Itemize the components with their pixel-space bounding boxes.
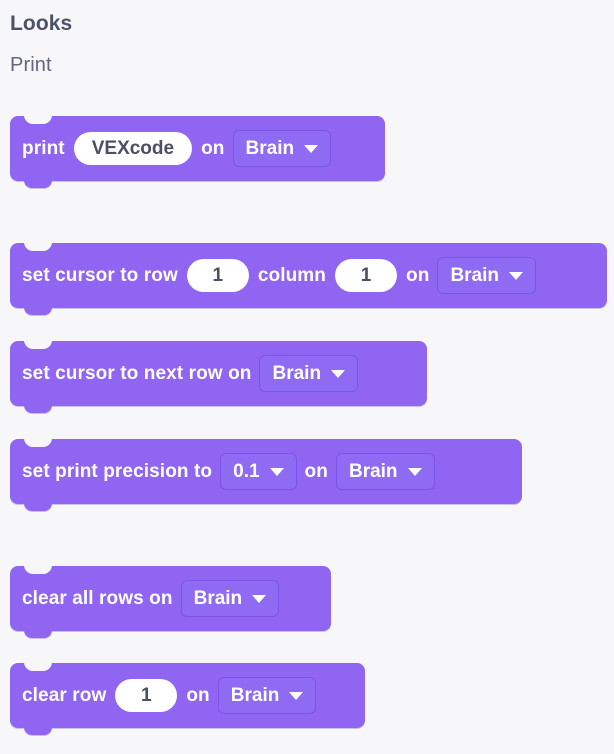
block-label: clear all rows on <box>22 588 173 609</box>
block-label: set cursor to row <box>22 265 178 286</box>
chevron-down-icon <box>509 271 524 280</box>
dropdown-0-1[interactable]: 0.1 <box>220 453 297 490</box>
block-print[interactable]: print VEXcode on Brain <box>10 115 385 188</box>
dropdown-value: Brain <box>348 461 398 482</box>
number-input-field[interactable]: 1 <box>335 259 398 292</box>
block-clear-all-rows[interactable]: clear all rows on Brain <box>10 565 331 638</box>
block-label: column <box>257 265 327 286</box>
dropdown-value: Brain <box>272 363 322 384</box>
block-label: clear row <box>22 685 107 706</box>
text-input-field[interactable]: VEXcode <box>73 132 193 165</box>
dropdown-brain[interactable]: Brain <box>232 130 332 167</box>
block-set-print-precision[interactable]: set print precision to 0.1 on Brain <box>10 438 522 511</box>
dropdown-brain[interactable]: Brain <box>217 677 317 714</box>
dropdown-value: 0.1 <box>233 461 260 482</box>
category-title: Looks <box>10 12 73 35</box>
number-input-field[interactable]: 1 <box>115 679 178 712</box>
block-clear-row[interactable]: clear row 1 on Brain <box>10 662 365 735</box>
block-label: on <box>406 265 430 286</box>
dropdown-value: Brain <box>245 138 295 159</box>
block-label: on <box>201 138 225 159</box>
chevron-down-icon <box>289 691 304 700</box>
number-input-field[interactable]: 1 <box>186 259 249 292</box>
dropdown-brain[interactable]: Brain <box>437 257 537 294</box>
dropdown-brain[interactable]: Brain <box>335 453 435 490</box>
block-label: on <box>304 461 328 482</box>
subcategory-title: Print <box>10 54 52 76</box>
block-label: print <box>22 138 65 159</box>
block-label: on <box>186 685 210 706</box>
block-set-cursor-to-row-column[interactable]: set cursor to row 1 column 1 on Brain <box>10 242 607 315</box>
chevron-down-icon <box>407 467 422 476</box>
chevron-down-icon <box>252 594 267 603</box>
dropdown-value: Brain <box>230 685 280 706</box>
chevron-down-icon <box>304 144 319 153</box>
dropdown-brain[interactable]: Brain <box>180 580 280 617</box>
chevron-down-icon <box>331 369 346 378</box>
dropdown-value: Brain <box>450 265 500 286</box>
chevron-down-icon <box>269 467 284 476</box>
block-label: set cursor to next row on <box>22 363 252 384</box>
dropdown-value: Brain <box>193 588 243 609</box>
block-set-cursor-to-next-row[interactable]: set cursor to next row on Brain <box>10 340 427 413</box>
dropdown-brain[interactable]: Brain <box>259 355 359 392</box>
block-label: set print precision to <box>22 461 213 482</box>
